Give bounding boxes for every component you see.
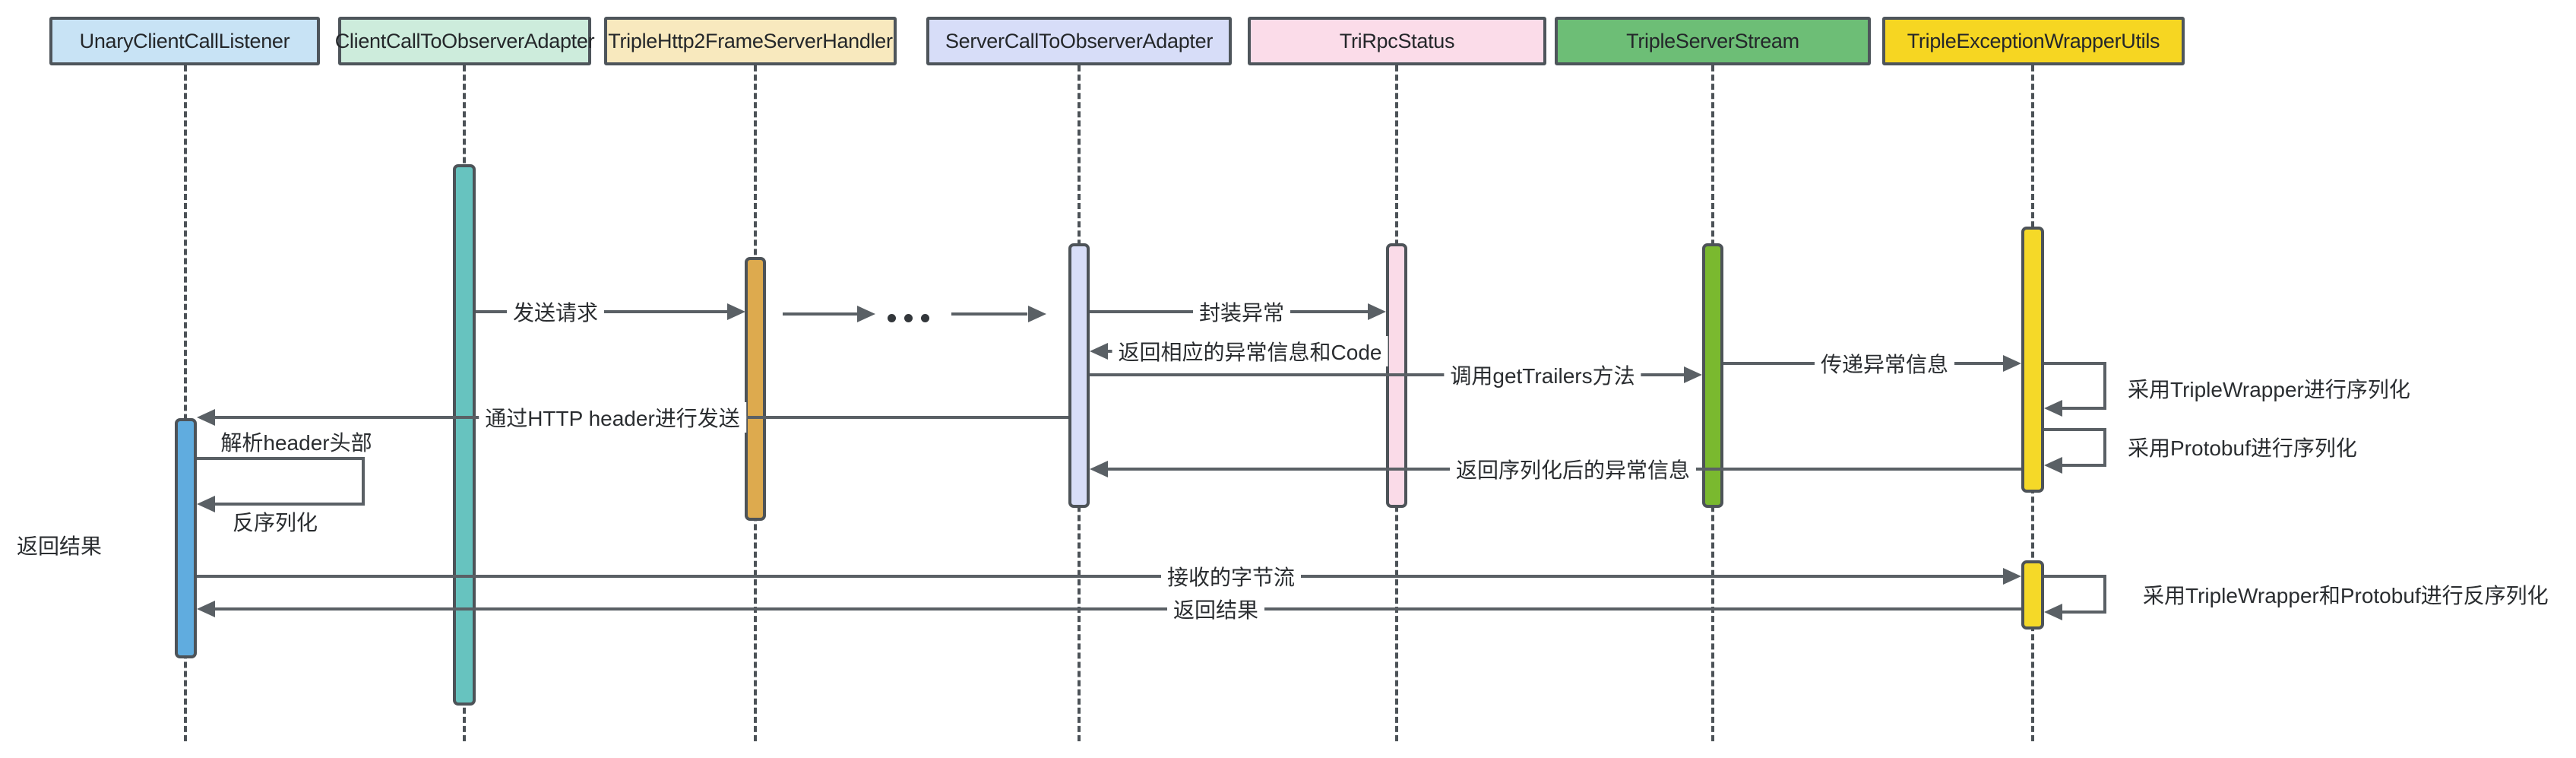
ellipsis-dot [921, 314, 929, 322]
participant-triple-server-stream: TripleServerStream [1555, 17, 1871, 65]
self-loop-bottom-line [215, 503, 365, 506]
message-line [215, 607, 2021, 611]
ellipsis-dot [888, 314, 896, 322]
self-loop-side-line [2103, 430, 2106, 467]
self-loop-side-line [2103, 363, 2106, 410]
arrowhead-left-icon [197, 601, 215, 617]
participant-label: ClientCallToObserverAdapter [334, 29, 595, 52]
message-label: 通过HTTP header进行发送 [479, 402, 746, 433]
message-line [951, 312, 1027, 316]
message-line [1090, 373, 1684, 376]
participant-triple-exception-wrapper-utils: TripleExceptionWrapperUtils [1882, 17, 2185, 65]
participant-unary-client-call-listener: UnaryClientCallListener [49, 17, 320, 65]
participant-triple-http2-frame-server-handler: TripleHttp2FrameServerHandler [604, 17, 897, 65]
arrowhead-right-icon [1684, 366, 1702, 383]
return-result-side-label: 返回结果 [17, 534, 103, 558]
arrowhead-right-icon [857, 306, 875, 322]
activation-bar-triple-exception-wrapper-utils-1 [2021, 227, 2044, 493]
message-label: 采用TripleWrapper和Protobuf进行反序列化 [2143, 584, 2549, 607]
arrowhead-right-icon [727, 303, 745, 320]
message-line [783, 312, 859, 316]
participant-label: ServerCallToObserverAdapter [945, 29, 1214, 52]
arrowhead-left-icon [1090, 461, 1108, 477]
participant-client-call-to-observer-adapter: ClientCallToObserverAdapter [335, 17, 595, 65]
arrowhead-left-icon [197, 496, 215, 512]
activation-bar-triple-http2-frame-server-handler [745, 257, 766, 521]
arrowhead-left-icon [197, 409, 215, 426]
activation-bar-server-call-to-observer-adapter [1068, 243, 1090, 508]
activation-bar-client-call-to-observer-adapter [453, 164, 476, 706]
message-label: 解析header头部 [220, 431, 372, 455]
participant-label: TriRpcStatus [1339, 29, 1455, 52]
self-loop-top-line [197, 457, 365, 460]
participant-label: TripleExceptionWrapperUtils [1907, 29, 2160, 52]
arrowhead-right-icon [1028, 306, 1046, 322]
self-loop-bottom-line [2062, 464, 2106, 467]
activation-bar-triple-server-stream [1702, 243, 1723, 508]
arrowhead-right-icon [2003, 355, 2021, 372]
participant-label: TripleHttp2FrameServerHandler [608, 29, 893, 52]
arrowhead-left-icon [1090, 343, 1108, 360]
arrowhead-left-icon [2044, 604, 2062, 620]
self-loop-bottom-line [2062, 407, 2106, 410]
self-loop-side-line [362, 458, 365, 506]
message-label: 采用Protobuf进行序列化 [2128, 436, 2357, 460]
self-loop-bottom-line [2062, 611, 2106, 614]
arrowhead-left-icon [2044, 400, 2062, 417]
self-loop-top-line [2044, 575, 2106, 578]
participant-label: UnaryClientCallListener [79, 29, 290, 52]
participant-tri-rpc-status: TriRpcStatus [1248, 17, 1546, 65]
arrowhead-left-icon [2044, 457, 2062, 474]
self-loop-side-line [2103, 576, 2106, 614]
self-loop-top-line [2044, 362, 2106, 365]
message-label: 返回序列化后的异常信息 [1449, 454, 1697, 484]
ellipsis-dot [904, 314, 913, 322]
message-label: 反序列化 [232, 511, 318, 534]
message-label: 调用getTrailers方法 [1444, 360, 1641, 390]
activation-bar-unary-client-call-listener [175, 418, 197, 658]
activation-bar-triple-exception-wrapper-utils-2 [2021, 560, 2044, 630]
message-label: 采用TripleWrapper进行序列化 [2128, 378, 2410, 401]
message-label: 传递异常信息 [1814, 348, 1955, 379]
participant-label: TripleServerStream [1626, 29, 1799, 52]
message-label: 返回结果 [1166, 594, 1265, 624]
arrowhead-right-icon [2003, 568, 2021, 585]
message-label: 封装异常 [1192, 297, 1291, 327]
self-loop-top-line [2044, 428, 2106, 431]
participant-server-call-to-observer-adapter: ServerCallToObserverAdapter [926, 17, 1232, 65]
message-line [197, 575, 2003, 578]
arrowhead-right-icon [1368, 303, 1386, 320]
message-label: 接收的字节流 [1160, 561, 1302, 591]
lifeline-unary-client-call-listener [184, 65, 187, 741]
message-label: 返回相应的异常信息和Code [1112, 336, 1388, 366]
message-label: 发送请求 [506, 297, 605, 327]
